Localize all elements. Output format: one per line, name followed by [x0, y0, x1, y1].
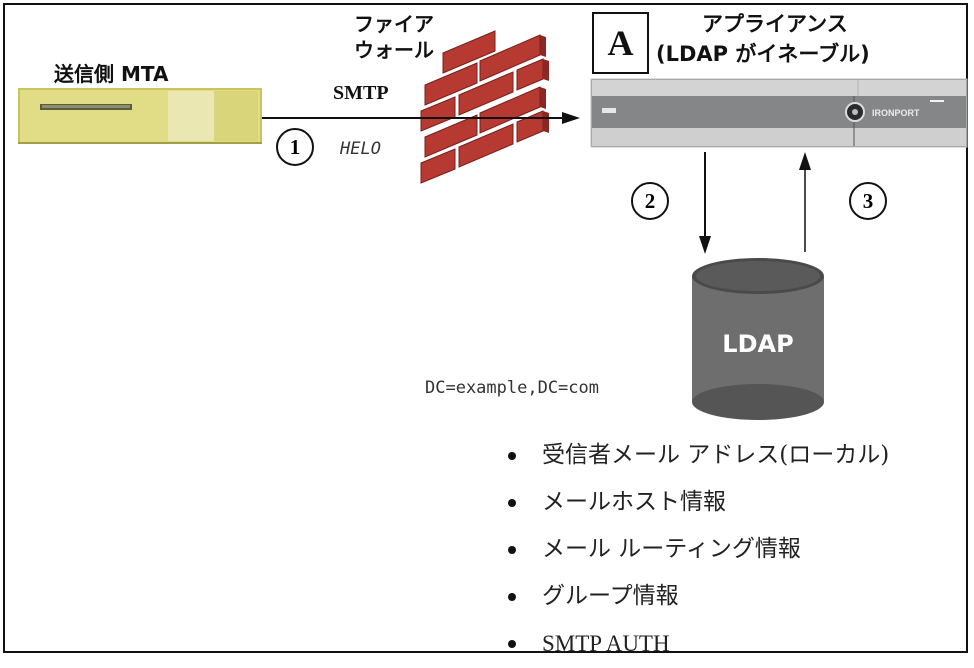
bullet-icon	[508, 640, 516, 648]
ldap-database-icon: LDAP	[692, 258, 824, 420]
helo-command: HELO	[340, 139, 381, 159]
sender-mta-server-icon	[18, 88, 262, 144]
firewall-icon	[420, 30, 549, 184]
step-3-badge: 3	[849, 182, 887, 220]
appliance-server-icon: IRONPORT	[590, 78, 968, 148]
list-item: メール ルーティング情報	[508, 526, 889, 573]
query-arrows	[699, 152, 811, 254]
firewall-label-line1: ファイア	[354, 12, 434, 36]
list-item: グループ情報	[508, 573, 889, 620]
smtp-label: SMTP	[333, 82, 389, 104]
step-1-badge: 1	[276, 128, 314, 166]
smtp-connection-arrow	[262, 112, 580, 124]
appliance-brand-logo: IRONPORT	[872, 108, 920, 118]
step-2-badge: 2	[631, 182, 669, 220]
bullet-icon	[508, 452, 516, 460]
list-item: 受信者メール アドレス(ローカル)	[508, 432, 889, 479]
appliance-title-line2: (LDAP がイネーブル)	[656, 42, 870, 66]
bullet-icon	[508, 546, 516, 554]
list-item: SMTP AUTH	[508, 620, 889, 667]
bullet-icon	[508, 593, 516, 601]
ldap-attribute-list: 受信者メール アドレス(ローカル) メールホスト情報 メール ルーティング情報 …	[508, 432, 889, 667]
appliance-badge-letter: A	[607, 23, 634, 63]
appliance-badge-box: A	[592, 12, 649, 74]
ldap-base-dn: DC=example,DC=com	[425, 378, 599, 398]
list-item: メールホスト情報	[508, 479, 889, 526]
appliance-title-line1: アプライアンス	[702, 12, 848, 36]
bullet-icon	[508, 499, 516, 507]
sender-mta-label: 送信側 MTA	[54, 62, 169, 86]
ldap-label: LDAP	[722, 330, 793, 358]
firewall-label-line2: ウォール	[354, 38, 434, 62]
